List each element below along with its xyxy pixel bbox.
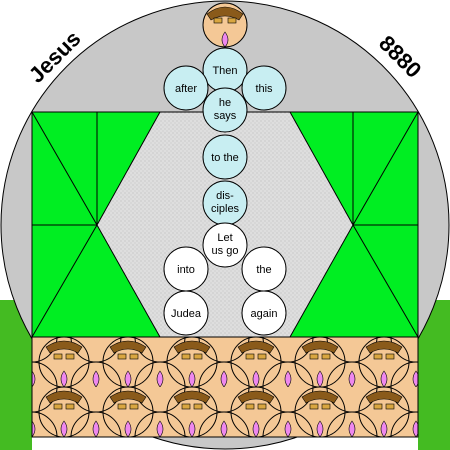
bubble-then-text: Then (212, 65, 237, 77)
bubble-after-text: after (175, 83, 197, 95)
bubble-judea-text: Judea (171, 308, 202, 320)
face-tile-band (31, 336, 419, 438)
bubble-disciples: dis- ciples (202, 180, 248, 226)
svg-text:to the: to the (211, 152, 239, 164)
bubble-let-us-go: Let us go (202, 222, 248, 268)
bubble-into: into (163, 246, 209, 292)
bubble-again: again (241, 290, 287, 336)
bubble-ciples-text: ciples (211, 203, 240, 215)
bubble-the2-text: the (256, 264, 271, 276)
bubble-this: this (241, 65, 287, 111)
bubble-he-text: he (219, 97, 231, 109)
bubble-dis-text: dis- (216, 190, 234, 202)
bubble-the-right: the (241, 246, 287, 292)
bubble-to-the: to the (202, 134, 248, 180)
bubble-judea: Judea (163, 290, 209, 336)
bubble-let-text: Let (217, 232, 232, 244)
bubble-into-text: into (177, 264, 195, 276)
bubble-the-text: the (223, 152, 238, 164)
bubble-to-text: to (211, 152, 220, 164)
top-face (202, 2, 248, 48)
bubble-usgo-text: us go (212, 245, 239, 257)
panel-diagonals (31, 111, 419, 338)
bubble-after: after (163, 65, 209, 111)
bubble-this-text: this (255, 83, 273, 95)
bubble-says-text: says (214, 110, 237, 122)
bubble-he-says: he says (202, 87, 248, 133)
bubble-again-text: again (251, 308, 278, 320)
bubble-then: Then (202, 47, 248, 93)
